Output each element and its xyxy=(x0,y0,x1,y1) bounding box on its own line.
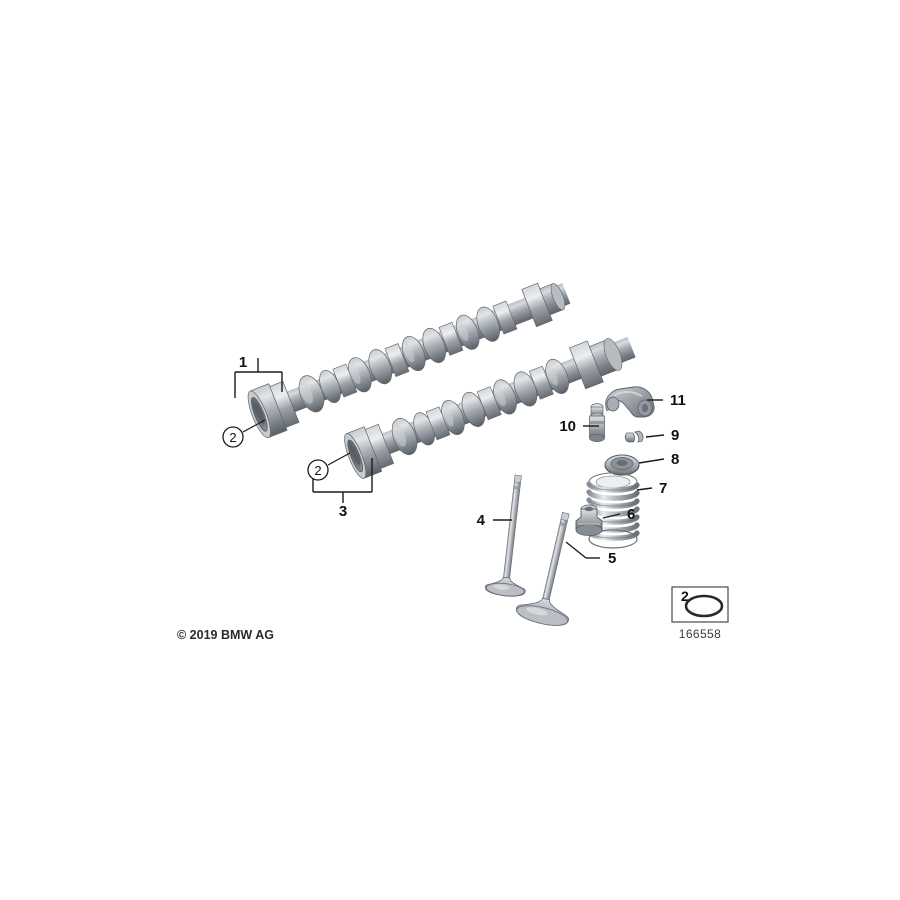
callout-8: 8 xyxy=(638,451,679,468)
exhaust-valve xyxy=(515,512,570,626)
camshaft-intake xyxy=(344,336,636,479)
intake-valve xyxy=(484,474,526,597)
callout-label-2-intake: 2 xyxy=(314,463,321,478)
callout-11: 11 xyxy=(647,392,686,409)
oring-icon xyxy=(684,594,724,618)
callout-5: 5 xyxy=(565,541,616,567)
camshaft-intake-lobes xyxy=(391,358,569,456)
callout-2-exhaust: 2 xyxy=(222,419,266,448)
callout-2-intake: 2 xyxy=(307,452,351,481)
camshaft-intake-rear-end xyxy=(569,338,623,390)
callout-label-6: 6 xyxy=(627,506,635,523)
spring-retainer xyxy=(604,454,640,476)
callout-label-10: 10 xyxy=(559,418,576,435)
valve-stem-seal xyxy=(575,504,603,536)
camshaft-exhaust-rear-end xyxy=(521,282,566,328)
legend-number: 2 xyxy=(681,588,689,604)
callout-10: 10 xyxy=(559,418,599,435)
camshaft-exhaust-front-end xyxy=(247,380,300,439)
callout-1: 1 xyxy=(234,354,283,398)
callout-label-11: 11 xyxy=(670,392,686,409)
valve-spring xyxy=(586,472,640,549)
camshaft-exhaust-lobes xyxy=(298,306,500,413)
copyright-text: © 2019 BMW AG xyxy=(177,628,274,642)
legend-code: 166558 xyxy=(679,627,721,641)
callout-4: 4 xyxy=(477,512,512,529)
callout-label-7: 7 xyxy=(659,480,667,497)
camshaft-exhaust-journals xyxy=(332,300,518,398)
callout-6: 6 xyxy=(602,506,635,523)
camshaft-intake-journals xyxy=(425,365,554,441)
callout-label-5: 5 xyxy=(608,550,616,567)
callout-7: 7 xyxy=(636,480,667,497)
callout-label-8: 8 xyxy=(671,451,679,468)
hydraulic-lash-adjuster xyxy=(589,403,605,442)
callout-label-9: 9 xyxy=(671,427,679,444)
camshaft-exhaust xyxy=(247,282,571,439)
rocker-arm xyxy=(605,386,655,418)
callout-9: 9 xyxy=(645,427,679,444)
legend-box: 2 166558 xyxy=(671,586,729,641)
callout-label-2-exhaust: 2 xyxy=(229,430,236,445)
callout-label-3: 3 xyxy=(339,503,347,520)
camshaft-intake-front-end xyxy=(344,423,395,479)
callout-label-1: 1 xyxy=(239,354,247,371)
callout-label-4: 4 xyxy=(477,512,486,529)
valve-keepers xyxy=(624,430,644,443)
